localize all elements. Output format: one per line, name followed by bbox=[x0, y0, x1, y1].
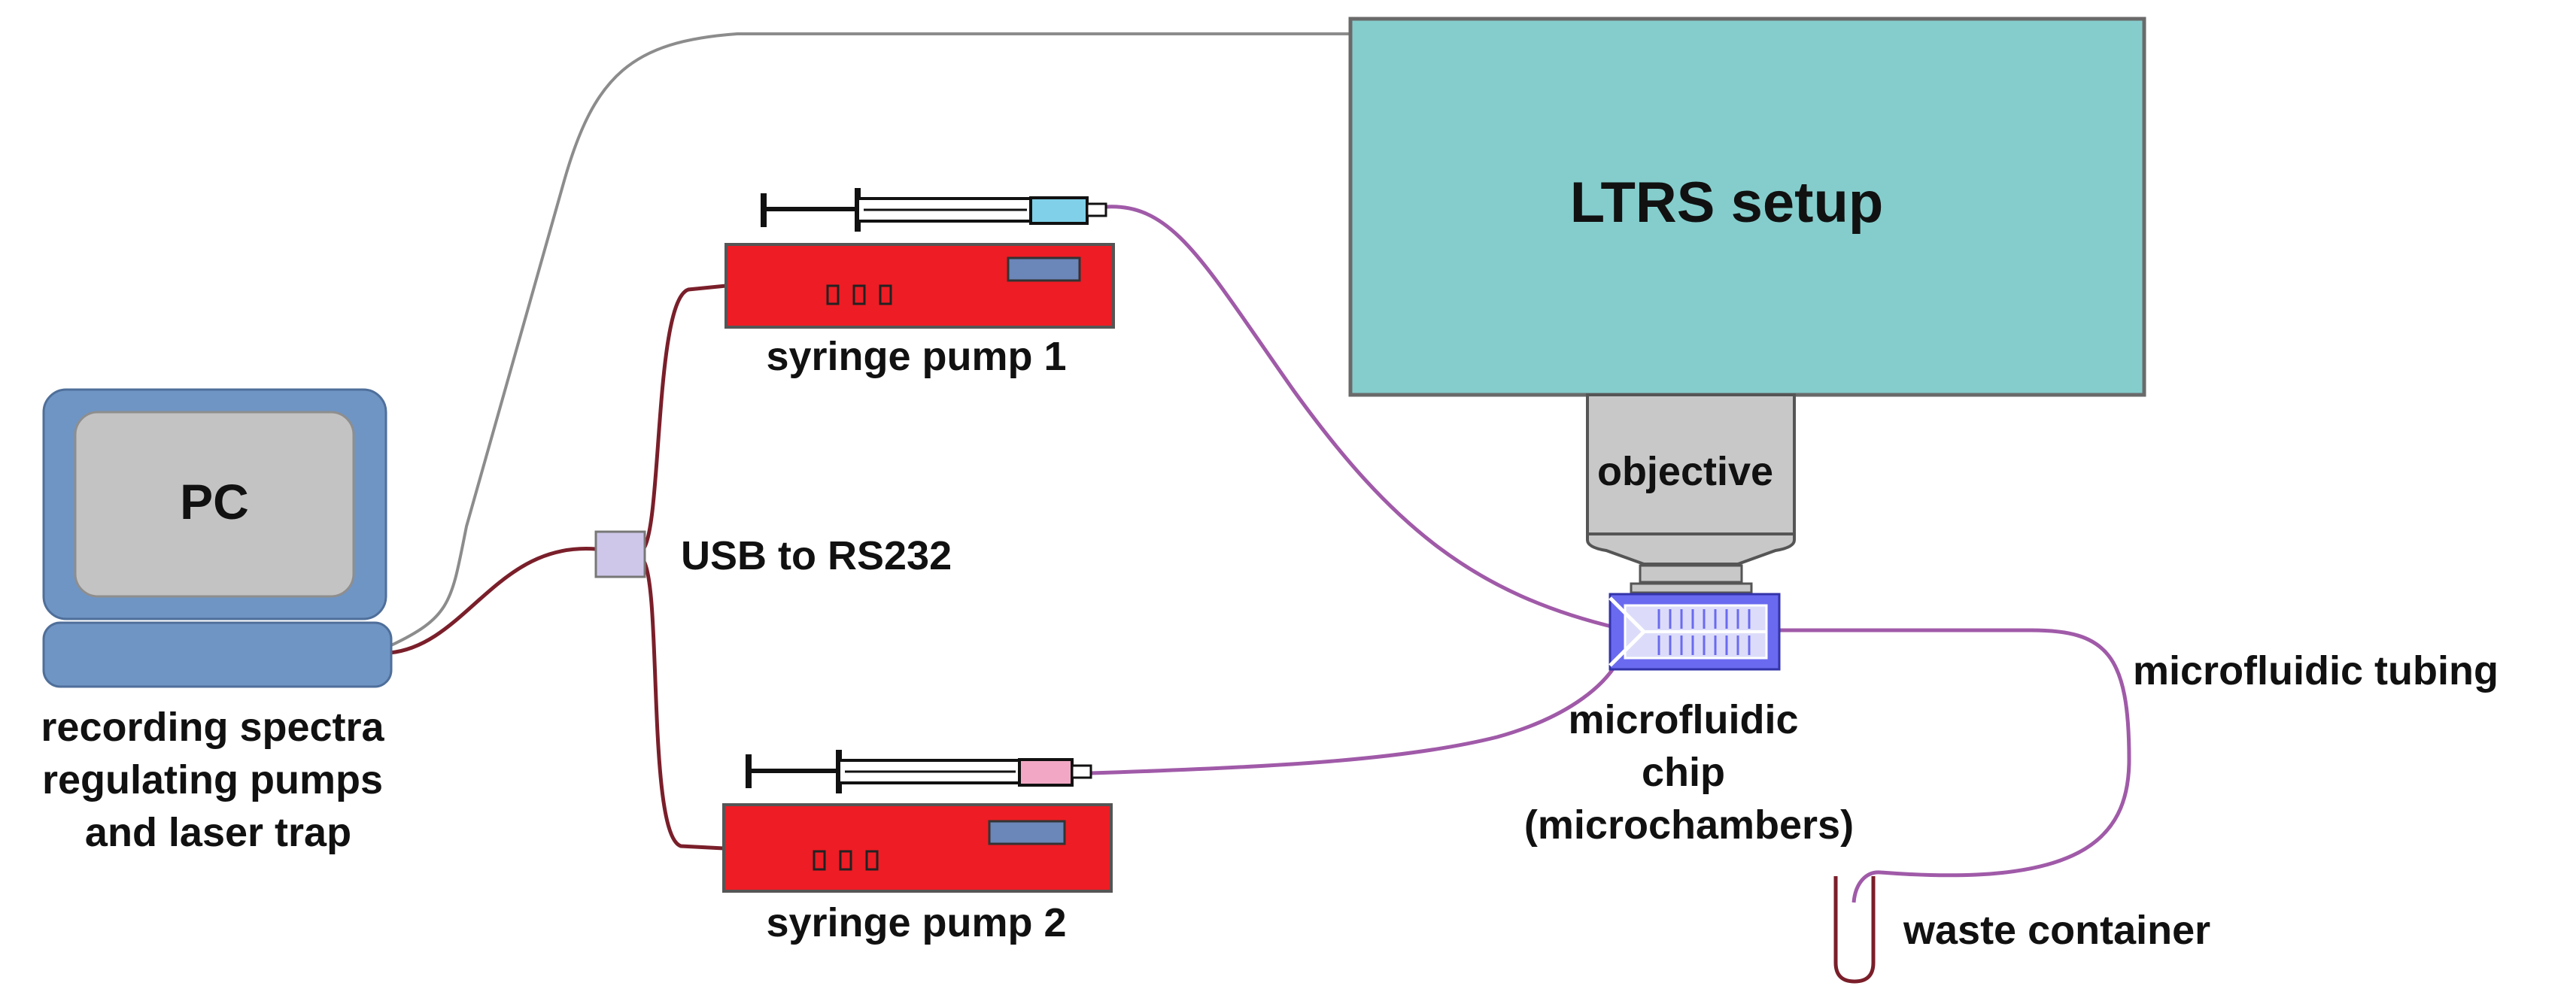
waste-container-icon bbox=[1833, 876, 1876, 984]
tubing-pump1-to-chip bbox=[1105, 205, 1618, 630]
microfluidic-tubing-label: microfluidic tubing bbox=[2133, 648, 2499, 693]
ltrs-setup-label: LTRS setup bbox=[1570, 171, 1884, 235]
waste-container-label: waste container bbox=[1903, 908, 2210, 953]
syringe-1-icon bbox=[761, 188, 1107, 232]
usb-rs232-adapter bbox=[594, 530, 646, 578]
syringe-pump-1 bbox=[724, 243, 1115, 329]
pc-label: PC bbox=[180, 474, 249, 529]
ltrs-setup-box bbox=[1348, 17, 2146, 397]
pc-caption-line-2: regulating pumps bbox=[42, 757, 383, 802]
objective-label: objective bbox=[1597, 449, 1773, 494]
chip-label-line-1: microfluidic bbox=[1568, 697, 1798, 742]
pc-caption-line-1: recording spectra bbox=[41, 705, 384, 750]
serial-cable-usb-to-pump2 bbox=[641, 559, 724, 851]
tubing-chip-to-waste bbox=[1776, 628, 2131, 903]
pc-computer-icon bbox=[42, 388, 393, 688]
syringe-pump-1-label: syringe pump 1 bbox=[766, 334, 1066, 379]
pc-caption-line-3: and laser trap bbox=[85, 810, 351, 855]
chip-label-line-3: (microchambers) bbox=[1524, 802, 1854, 848]
serial-cable-usb-to-pump1 bbox=[641, 284, 727, 551]
pc-caption: recording spectra regulating pumps and l… bbox=[41, 705, 395, 855]
usb-rs232-label: USB to RS232 bbox=[681, 533, 952, 578]
syringe-2-icon bbox=[746, 750, 1092, 793]
objective-lens bbox=[1586, 393, 1796, 594]
serial-cable-pc-to-usb bbox=[389, 547, 597, 655]
tubing-pump2-to-chip bbox=[1090, 660, 1620, 775]
microfluidic-chip-label: microfluidic chip (microchambers) bbox=[1524, 697, 1854, 848]
network-cable bbox=[390, 32, 1350, 647]
syringe-pump-2 bbox=[722, 803, 1113, 893]
microfluidic-chip-icon bbox=[1608, 593, 1781, 671]
chip-label-line-2: chip bbox=[1642, 750, 1725, 795]
syringe-pump-2-label: syringe pump 2 bbox=[766, 900, 1066, 945]
